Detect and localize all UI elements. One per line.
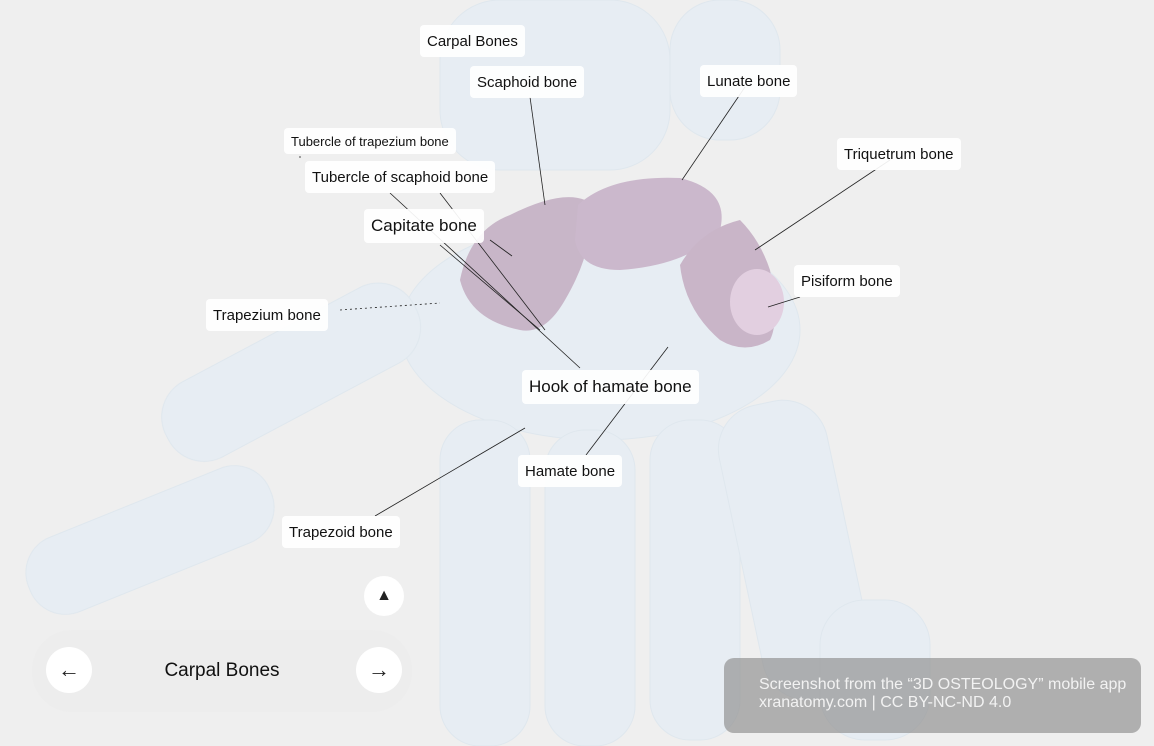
- label-tubercle-of-trapezium-bone[interactable]: Tubercle of trapezium bone: [284, 128, 456, 154]
- label-trapezoid-bone[interactable]: Trapezoid bone: [282, 516, 400, 548]
- previous-button[interactable]: ←: [46, 647, 92, 693]
- arrow-right-icon: →: [368, 657, 390, 682]
- credit-line-2: xranatomy.com | CC BY-NC-ND 4.0: [759, 694, 1012, 711]
- triangle-up-icon: ▲: [376, 587, 392, 604]
- next-button[interactable]: →: [356, 647, 402, 693]
- label-hamate-bone[interactable]: Hamate bone: [518, 455, 623, 487]
- label-capitate-bone[interactable]: Capitate bone: [364, 209, 484, 243]
- nav-title: Carpal Bones: [164, 660, 280, 681]
- credit-banner: Screenshot from the “3D OSTEOLOGY” mobil…: [724, 658, 1141, 733]
- label-trapezium-bone[interactable]: Trapezium bone: [206, 299, 328, 331]
- credit-line-1: Screenshot from the “3D OSTEOLOGY” mobil…: [759, 676, 1127, 693]
- label-pisiform-bone[interactable]: Pisiform bone: [794, 265, 900, 297]
- label-lunate-bone[interactable]: Lunate bone: [700, 65, 798, 97]
- bottom-navigation: ← Carpal Bones →: [32, 630, 412, 712]
- label-scaphoid-bone[interactable]: Scaphoid bone: [470, 66, 585, 98]
- label-carpal-bones[interactable]: Carpal Bones: [420, 25, 525, 57]
- expand-up-button[interactable]: ▲: [364, 576, 404, 616]
- label-tubercle-of-scaphoid-bone[interactable]: Tubercle of scaphoid bone: [305, 161, 496, 193]
- label-triquetrum-bone[interactable]: Triquetrum bone: [837, 138, 961, 170]
- carpal-bones-highlight[interactable]: [460, 177, 784, 348]
- label-hook-of-hamate-bone[interactable]: Hook of hamate bone: [522, 370, 699, 404]
- arrow-left-icon: ←: [58, 657, 80, 682]
